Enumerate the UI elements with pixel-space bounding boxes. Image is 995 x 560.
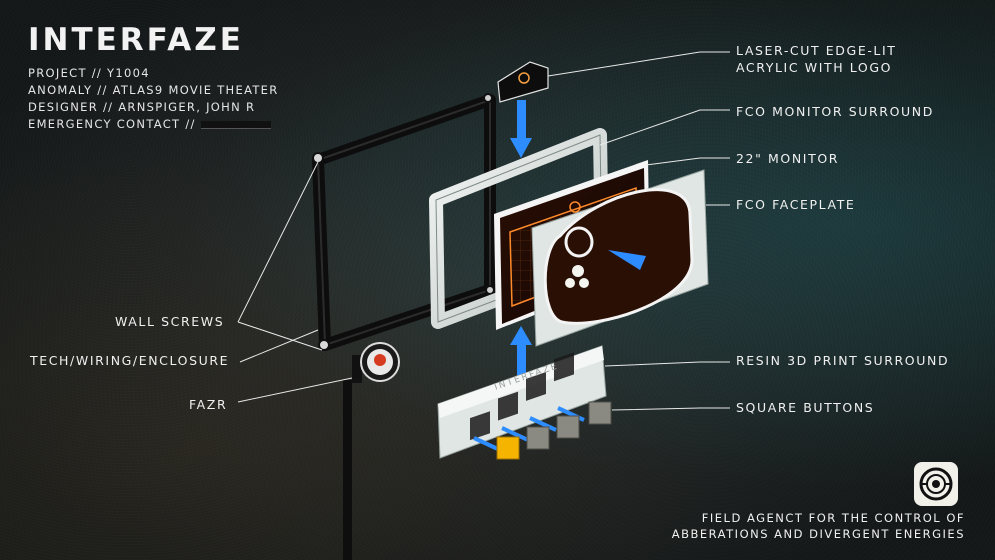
callout-monitor: 22" MONITOR — [736, 151, 839, 166]
callout-resin: RESIN 3D PRINT SURROUND — [736, 353, 949, 368]
meta-project: PROJECT // Y1004 — [28, 65, 279, 82]
meta-designer: DESIGNER // ARNSPIGER, JOHN R — [28, 99, 279, 116]
fazr-device — [352, 343, 399, 383]
callout-fazr: FAZR — [189, 397, 227, 412]
project-title: INTERFAZE — [28, 22, 244, 58]
footer-line1: FIELD AGENCT FOR THE CONTROL OF — [672, 510, 965, 526]
callout-wall-screws: WALL SCREWS — [115, 314, 224, 329]
callout-acrylic: LASER-CUT EDGE-LIT ACRYLIC WITH LOGO — [736, 42, 897, 76]
callout-square-buttons: SQUARE BUTTONS — [736, 400, 874, 415]
callout-acrylic-line1: LASER-CUT EDGE-LIT — [736, 42, 897, 59]
redacted-contact — [201, 121, 271, 129]
callout-monitor-surround: FCO MONITOR SURROUND — [736, 104, 934, 119]
agency-footer: FIELD AGENCT FOR THE CONTROL OF ABBERATI… — [672, 510, 965, 542]
acrylic-logo-piece — [498, 62, 548, 102]
agency-logo-icon — [914, 462, 958, 506]
callout-faceplate: FCO FACEPLATE — [736, 197, 855, 212]
callout-tech: TECH/WIRING/ENCLOSURE — [30, 353, 229, 368]
meta-emergency: EMERGENCY CONTACT // — [28, 116, 279, 133]
callout-acrylic-line2: ACRYLIC WITH LOGO — [736, 59, 897, 76]
project-meta: PROJECT // Y1004 ANOMALY // ATLAS9 MOVIE… — [28, 65, 279, 133]
meta-anomaly: ANOMALY // ATLAS9 MOVIE THEATER — [28, 82, 279, 99]
footer-line2: ABBERATIONS AND DIVERGENT ENERGIES — [672, 526, 965, 542]
mounting-pole — [343, 380, 352, 560]
meta-emergency-label: EMERGENCY CONTACT // — [28, 117, 196, 131]
